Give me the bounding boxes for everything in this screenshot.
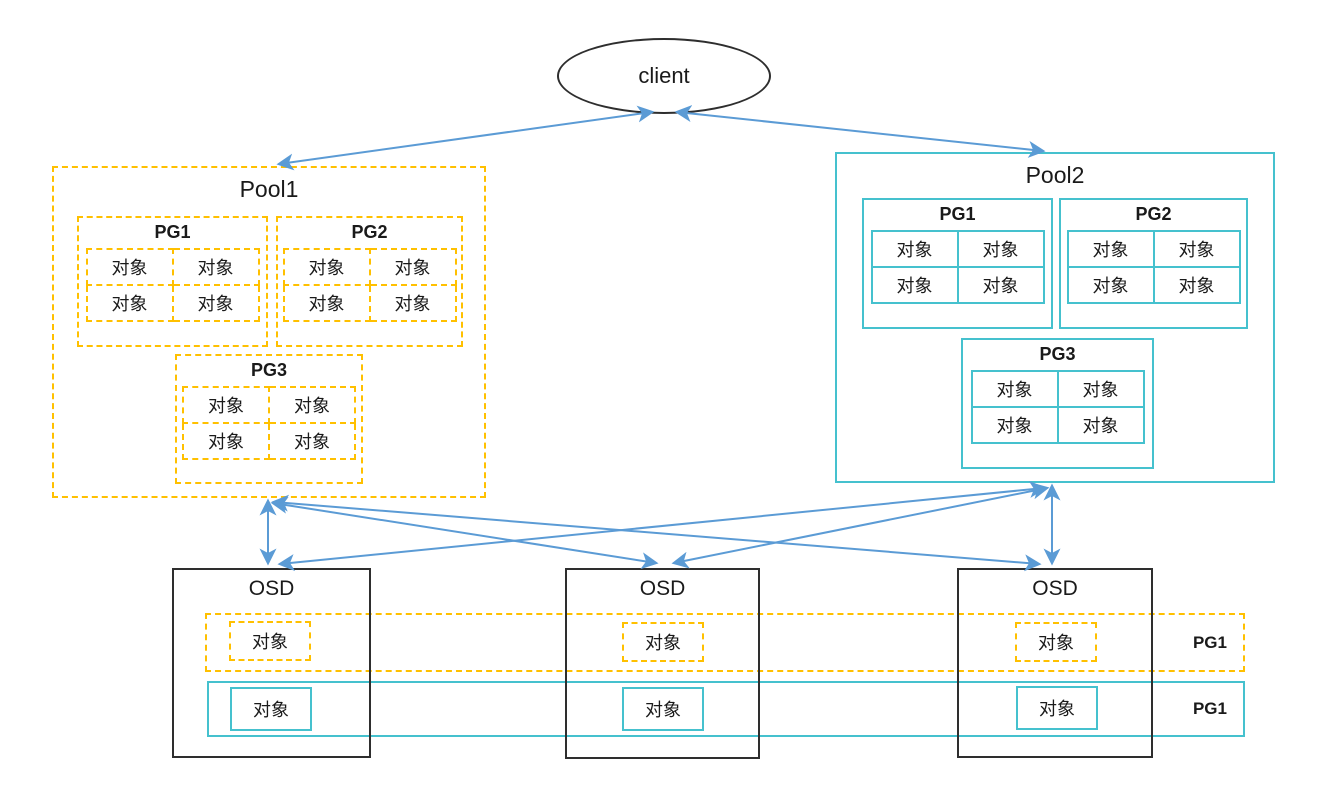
arrow-pool2-osd1: [277, 480, 1047, 572]
pool2-pg2-box: PG2 对象 对象 对象 对象: [1059, 198, 1248, 329]
object-cell: 对象: [1056, 406, 1145, 444]
pool2-pg1-title: PG1: [939, 204, 976, 224]
osd3-title: OSD: [1032, 577, 1078, 600]
pg1-replica-band-pool1: PG1: [205, 613, 1245, 672]
pool1-box: Pool1 PG1 对象 对象 对象 对象 PG2 对象 对象: [52, 166, 486, 498]
object-cell: 对象: [171, 284, 260, 322]
client-label: client: [638, 63, 690, 88]
pool2-pg2-object-grid: 对象 对象 对象 对象: [1066, 230, 1241, 304]
osd3-cyan-object: 对象: [1016, 686, 1098, 730]
object-cell: 对象: [182, 422, 270, 460]
pool1-pg3-object-grid: 对象 对象 对象 对象: [182, 386, 356, 460]
osd1-title: OSD: [248, 577, 295, 600]
pool1-pg2-object-grid: 对象 对象 对象 对象: [282, 248, 457, 322]
pool2-box: Pool2 PG1 对象 对象 对象 对象 PG2 对象 对象: [835, 152, 1275, 483]
object-cell: 对象: [1152, 266, 1241, 304]
osd2-cyan-object: 对象: [622, 687, 704, 731]
object-cell: 对象: [1152, 230, 1241, 268]
pool2-pg1-box: PG1 对象 对象 对象 对象: [862, 198, 1053, 329]
object-cell: 对象: [970, 406, 1059, 444]
pool1-pg1-object-grid: 对象 对象 对象 对象: [85, 248, 260, 322]
object-cell: 对象: [85, 248, 174, 286]
arrow-client-pool1: [276, 105, 655, 171]
osd1-yellow-object: 对象: [229, 621, 311, 661]
pg1-band-label-pool1: PG1: [1192, 632, 1227, 652]
pool1-pg2-box: PG2 对象 对象 对象 对象: [276, 216, 463, 347]
pool2-pg1-object-grid: 对象 对象 对象 对象: [870, 230, 1045, 304]
object-cell: 对象: [268, 422, 356, 460]
object-cell: 对象: [282, 248, 371, 286]
object-cell: 对象: [1066, 230, 1155, 268]
pool1-pg2-title: PG2: [351, 222, 388, 242]
arrow-pool2-osd2: [671, 482, 1050, 569]
pool2-pg3-box: PG3 对象 对象 对象 对象: [961, 338, 1154, 469]
pool1-title: Pool1: [239, 176, 299, 202]
object-cell: 对象: [368, 248, 457, 286]
osd1-cyan-object: 对象: [230, 687, 312, 731]
arrow-pool1-osd3: [271, 494, 1042, 572]
object-cell: 对象: [171, 248, 260, 286]
client-node: client: [557, 38, 771, 114]
pool2-pg3-object-grid: 对象 对象 对象 对象: [970, 370, 1145, 444]
osd2-title: OSD: [639, 577, 686, 600]
object-cell: 对象: [870, 266, 959, 304]
object-cell: 对象: [970, 370, 1059, 408]
pool1-pg1-box: PG1 对象 对象 对象 对象: [77, 216, 268, 347]
object-cell: 对象: [1056, 370, 1145, 408]
arrow-pool1-osd2: [270, 496, 659, 570]
object-cell: 对象: [268, 386, 356, 424]
pool2-pg2-title: PG2: [1135, 204, 1172, 224]
object-cell: 对象: [282, 284, 371, 322]
pg1-replica-band-pool2: PG1: [207, 681, 1245, 737]
pool2-pg3-title: PG3: [1039, 344, 1076, 364]
pool2-title: Pool2: [1025, 162, 1085, 188]
osd3-yellow-object: 对象: [1015, 622, 1097, 662]
object-cell: 对象: [956, 230, 1045, 268]
object-cell: 对象: [870, 230, 959, 268]
osd2-yellow-object: 对象: [622, 622, 704, 662]
object-cell: 对象: [956, 266, 1045, 304]
object-cell: 对象: [182, 386, 270, 424]
object-cell: 对象: [368, 284, 457, 322]
pool1-pg1-title: PG1: [154, 222, 191, 242]
pg1-band-label-pool2: PG1: [1192, 699, 1227, 718]
object-cell: 对象: [1066, 266, 1155, 304]
object-cell: 对象: [85, 284, 174, 322]
pool1-pg3-title: PG3: [250, 360, 288, 380]
pool1-pg3-box: PG3 对象 对象 对象 对象: [175, 354, 363, 484]
arrow-client-pool2: [674, 105, 1046, 158]
osd3-box: OSD: [957, 568, 1153, 758]
